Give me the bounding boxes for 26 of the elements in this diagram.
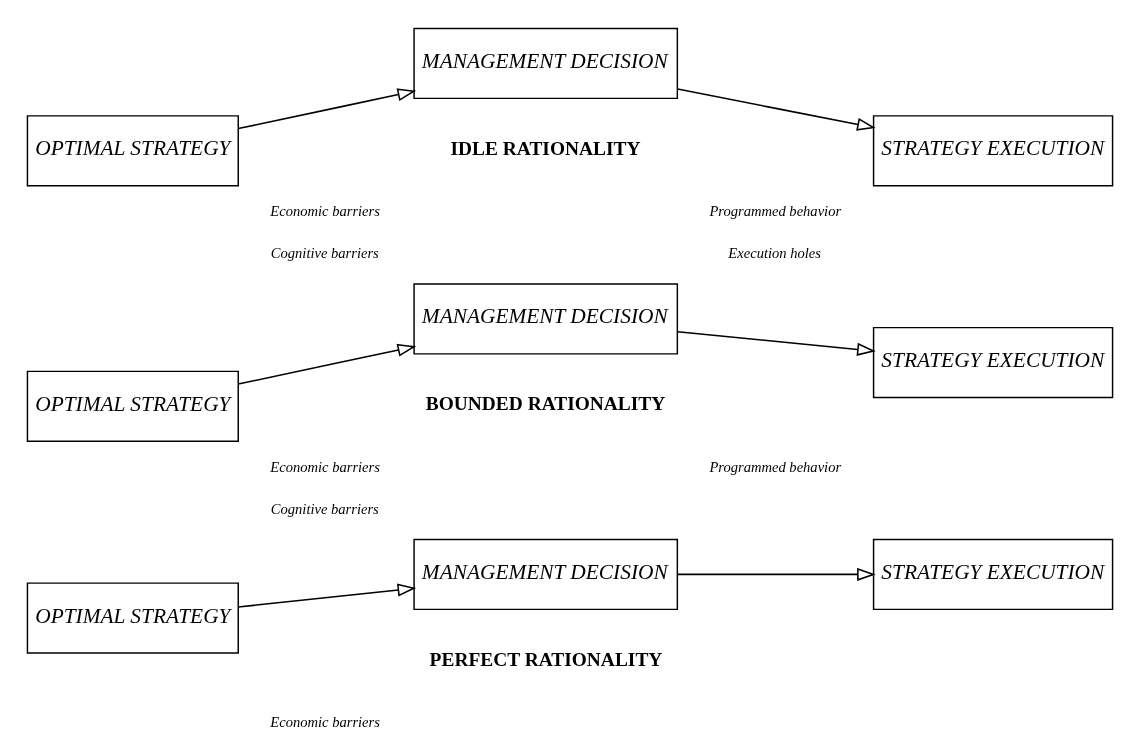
- arrow: [237, 88, 417, 130]
- node-box: OPTIMAL STRATEGY: [26, 115, 239, 187]
- label: BOUNDED RATIONALITY: [425, 393, 666, 415]
- arrow: [237, 343, 417, 385]
- label: Economic barriers: [270, 458, 380, 475]
- label: Programmed behavior: [709, 203, 842, 220]
- node-box: MANAGEMENT DECISION: [413, 27, 679, 100]
- node-box: OPTIMAL STRATEGY: [26, 370, 239, 443]
- label: IDLE RATIONALITY: [450, 137, 641, 159]
- arrow: [676, 330, 876, 356]
- label: PERFECT RATIONALITY: [429, 648, 663, 670]
- label: Cognitive barriers: [270, 500, 379, 517]
- node-box: MANAGEMENT DECISION: [413, 283, 679, 355]
- node-box: MANAGEMENT DECISION: [413, 538, 679, 611]
- arrow: [237, 583, 417, 608]
- node-box: STRATEGY EXECUTION: [872, 115, 1114, 187]
- arrow: [676, 88, 876, 131]
- node-box: STRATEGY EXECUTION: [872, 326, 1114, 399]
- label: Programmed behavior: [709, 458, 842, 475]
- label: Economic barriers: [270, 203, 380, 220]
- arrow: [676, 567, 876, 581]
- node-box: STRATEGY EXECUTION: [872, 538, 1114, 611]
- label: Economic barriers: [270, 714, 380, 731]
- label: Cognitive barriers: [270, 245, 379, 262]
- node-box: OPTIMAL STRATEGY: [26, 582, 239, 654]
- label: Execution holes: [728, 245, 821, 262]
